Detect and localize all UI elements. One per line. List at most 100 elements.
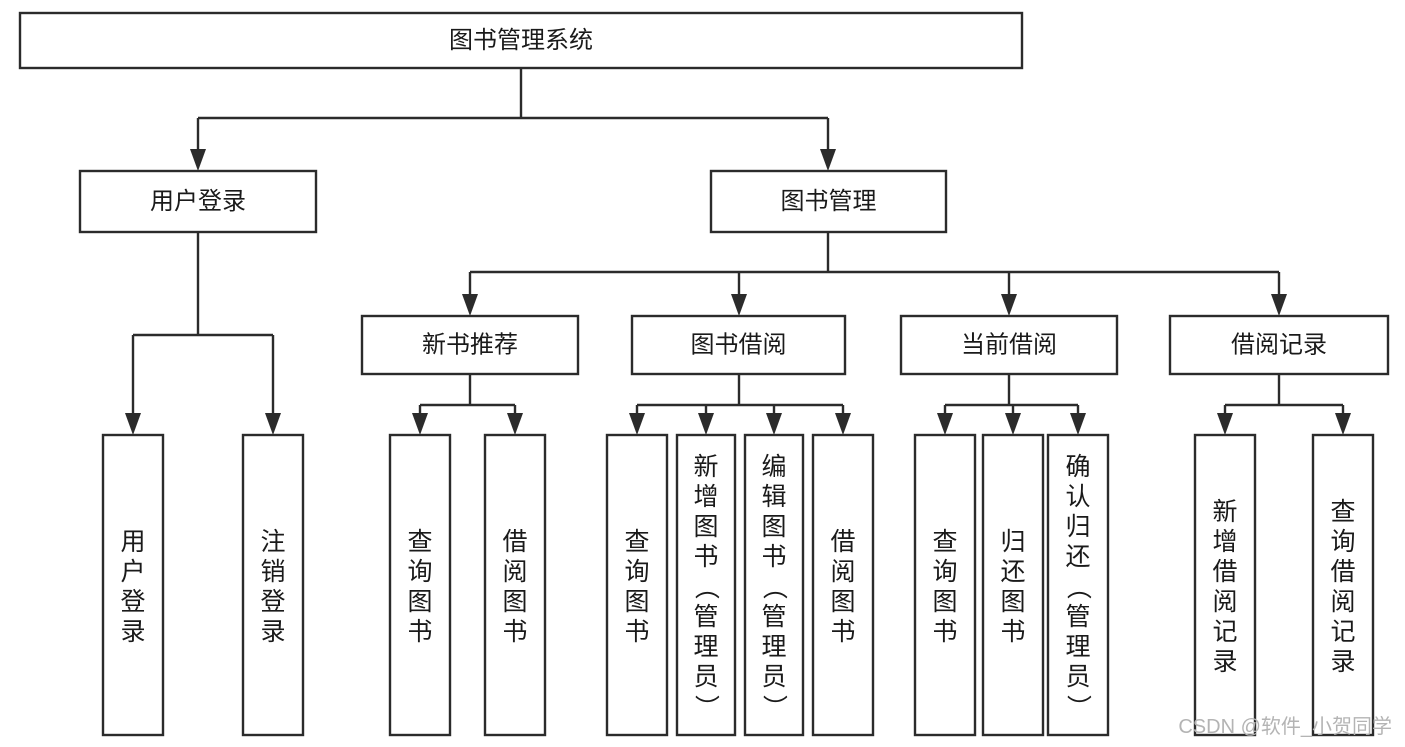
node-label-char: 管 — [1065, 603, 1090, 631]
arrow-head — [507, 413, 523, 435]
node-box[interactable] — [675, 433, 737, 737]
node-layer: 图书管理系统用户登录图书管理新书推荐图书借阅当前借阅借阅记录用户登录注销登录查询… — [18, 11, 1390, 737]
arrow-head — [1271, 294, 1287, 316]
node-label-char: 查 — [407, 528, 432, 556]
node-label-char: 录 — [1212, 648, 1237, 676]
node-box[interactable] — [630, 314, 847, 376]
node-box[interactable] — [899, 314, 1119, 376]
node-box[interactable] — [981, 433, 1045, 737]
node-box[interactable] — [101, 433, 165, 737]
node-leaf-user-login[interactable]: 用户登录 — [101, 433, 165, 737]
node-label-char: 阅 — [1330, 588, 1355, 616]
node-book-manage[interactable]: 图书管理 — [709, 169, 948, 234]
node-box[interactable] — [709, 169, 948, 234]
node-current-borrow[interactable]: 当前借阅 — [899, 314, 1119, 376]
node-box[interactable] — [241, 433, 305, 737]
arrow-head — [125, 413, 141, 435]
node-label: 借阅记录 — [1231, 331, 1327, 358]
connector-borrowrecord-to-leaves — [1217, 374, 1351, 435]
node-label-char: 询 — [932, 558, 957, 586]
connector-layer — [125, 68, 1351, 435]
node-label-char: 理 — [693, 633, 718, 661]
node-box[interactable] — [913, 433, 977, 737]
node-box[interactable] — [811, 433, 875, 737]
node-book-borrow[interactable]: 图书借阅 — [630, 314, 847, 376]
arrow-head — [1005, 413, 1021, 435]
node-label-char: （ — [1064, 574, 1092, 599]
node-box[interactable] — [1046, 433, 1110, 737]
arrow-head — [412, 413, 428, 435]
node-label-char: 询 — [1330, 528, 1355, 556]
node-label: 图书管理系统 — [449, 27, 593, 54]
arrow-head — [835, 413, 851, 435]
node-label: 图书管理 — [781, 188, 877, 215]
node-box[interactable] — [1168, 314, 1390, 376]
node-root[interactable]: 图书管理系统 — [18, 11, 1024, 70]
node-borrow-record[interactable]: 借阅记录 — [1168, 314, 1390, 376]
node-label-char: 阅 — [1212, 588, 1237, 616]
node-label-char: 查 — [932, 528, 957, 556]
node-label-char: 录 — [120, 618, 145, 646]
node-label-char: 录 — [1330, 648, 1355, 676]
node-label-char: 借 — [1212, 558, 1237, 586]
node-label-char: 辑 — [761, 483, 786, 511]
node-label-char: 记 — [1330, 618, 1355, 646]
node-user-login[interactable]: 用户登录 — [78, 169, 318, 234]
node-label-char: 借 — [502, 528, 527, 556]
node-box[interactable] — [605, 433, 669, 737]
node-box[interactable] — [1193, 433, 1257, 737]
node-label-char: 注 — [260, 528, 285, 556]
node-label-char: 录 — [260, 618, 285, 646]
arrow-head — [698, 413, 714, 435]
node-label-char: 书 — [1000, 618, 1025, 646]
node-label-char: 图 — [1000, 588, 1025, 616]
node-label-char: 管 — [693, 603, 718, 631]
node-box[interactable] — [388, 433, 452, 737]
arrow-head — [1217, 413, 1233, 435]
connector-userlogin-to-leaves — [125, 232, 281, 435]
arrow-head — [1070, 413, 1086, 435]
watermark-layer: CSDN @软件_小贺同学 — [1178, 715, 1392, 738]
arrow-head — [766, 413, 782, 435]
node-label-char: 归 — [1065, 513, 1090, 541]
node-box[interactable] — [483, 433, 547, 737]
node-box[interactable] — [360, 314, 580, 376]
node-label-char: 图 — [624, 588, 649, 616]
node-label-char: 记 — [1212, 618, 1237, 646]
node-new-book-rec[interactable]: 新书推荐 — [360, 314, 580, 376]
node-label-char: 书 — [407, 618, 432, 646]
csdn-watermark: CSDN @软件_小贺同学 — [1178, 715, 1392, 738]
node-label-char: 还 — [1065, 543, 1090, 571]
node-label-char: （ — [692, 574, 720, 599]
arrow-head — [190, 149, 206, 171]
node-box[interactable] — [78, 169, 318, 234]
node-label-char: 书 — [693, 543, 718, 571]
node-label-char: 新 — [1212, 498, 1237, 526]
node-box[interactable] — [743, 433, 805, 737]
node-label-char: 阅 — [830, 558, 855, 586]
node-label-char: （ — [760, 574, 788, 599]
node-label-char: 图 — [693, 513, 718, 541]
node-label-char: ） — [692, 694, 720, 719]
node-label-char: 书 — [830, 618, 855, 646]
connector-bookmanage-to-level2 — [462, 232, 1287, 316]
arrow-head — [937, 413, 953, 435]
arrow-head — [265, 413, 281, 435]
node-label-char: 询 — [407, 558, 432, 586]
node-box[interactable] — [18, 11, 1024, 70]
node-box[interactable] — [1311, 433, 1375, 737]
